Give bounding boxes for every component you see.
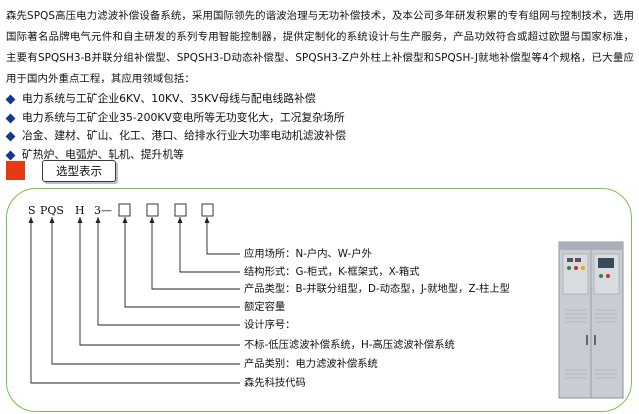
list-item: 冶金、建材、矿山、化工、港口、给排水行业大功率电动机滤波补偿	[5, 127, 626, 146]
list-item-text: 冶金、建材、矿山、化工、港口、给排水行业大功率电动机滤波补偿	[22, 129, 346, 143]
leader-structure	[179, 217, 240, 273]
arrow-icon	[177, 217, 183, 223]
code-box-2	[146, 203, 159, 217]
leader-product-type	[151, 217, 240, 290]
arrow-icon	[28, 217, 34, 223]
code-box-3	[174, 203, 187, 217]
list-item-text: 矿热炉、电弧炉、轧机、提升机等	[22, 147, 184, 161]
switchgear-cabinet-icon	[558, 241, 624, 399]
label-rated-capacity: 额定容量	[244, 301, 286, 313]
list-item-text: 电力系统与工矿企业35-200KV变电所等无功变化大，工况复杂场所	[22, 110, 345, 124]
red-square-icon	[6, 161, 25, 180]
label-company-code: 森先科技代码	[244, 377, 306, 389]
list-item: 矿热炉、电弧炉、轧机、提升机等	[5, 146, 626, 165]
leader-system-type	[79, 217, 240, 346]
label-product-category: 产品类别：电力滤波补偿系统	[244, 358, 378, 370]
label-structure: 结构形式：G-柜式，K-框架式，X-箱式	[244, 266, 420, 278]
arrow-icon	[49, 217, 55, 223]
label-design-seq: 设计序号：	[244, 319, 296, 331]
arrow-icon	[95, 217, 101, 223]
leader-company-code	[30, 217, 240, 384]
list-item: 电力系统与工矿企业35-200KV变电所等无功变化大，工况复杂场所	[5, 109, 626, 128]
label-application: 应用场所：N-户内、W-户外	[244, 248, 372, 260]
leader-product-category	[51, 217, 240, 365]
leader-application	[206, 217, 240, 255]
model-code-panel	[6, 188, 632, 412]
code-pqs: PQS	[40, 204, 64, 217]
application-list: 电力系统与工矿企业6KV、10KV、35KV母线与配电线路补偿 电力系统与工矿企…	[5, 90, 626, 165]
arrow-icon	[204, 217, 210, 223]
list-item: 电力系统与工矿企业6KV、10KV、35KV母线与配电线路补偿	[5, 90, 626, 109]
code-box-1	[118, 203, 131, 217]
label-system-type: 不标-低压滤波补偿系统，H-高压滤波补偿系统	[244, 339, 455, 351]
code-three-dash: 3—	[94, 204, 112, 217]
arrow-icon	[77, 217, 83, 223]
code-box-4	[201, 203, 214, 217]
arrow-icon	[122, 217, 128, 223]
leader-design-seq	[97, 217, 240, 326]
code-h: H	[75, 204, 85, 217]
arrow-icon	[149, 217, 155, 223]
code-s: S	[28, 204, 36, 217]
leader-rated-capacity	[124, 217, 240, 308]
list-item-text: 电力系统与工矿企业6KV、10KV、35KV母线与配电线路补偿	[22, 92, 316, 105]
intro-paragraph: 森先SPQS高压电力滤波补偿设备系统，采用国际领先的谐波治理与无功补偿技术，及本…	[6, 10, 634, 85]
section-title: 选型表示	[42, 160, 116, 182]
label-product-type: 产品类型：B-并联分组型，D-动态型，J-就地型，Z-柱上型	[244, 283, 510, 295]
